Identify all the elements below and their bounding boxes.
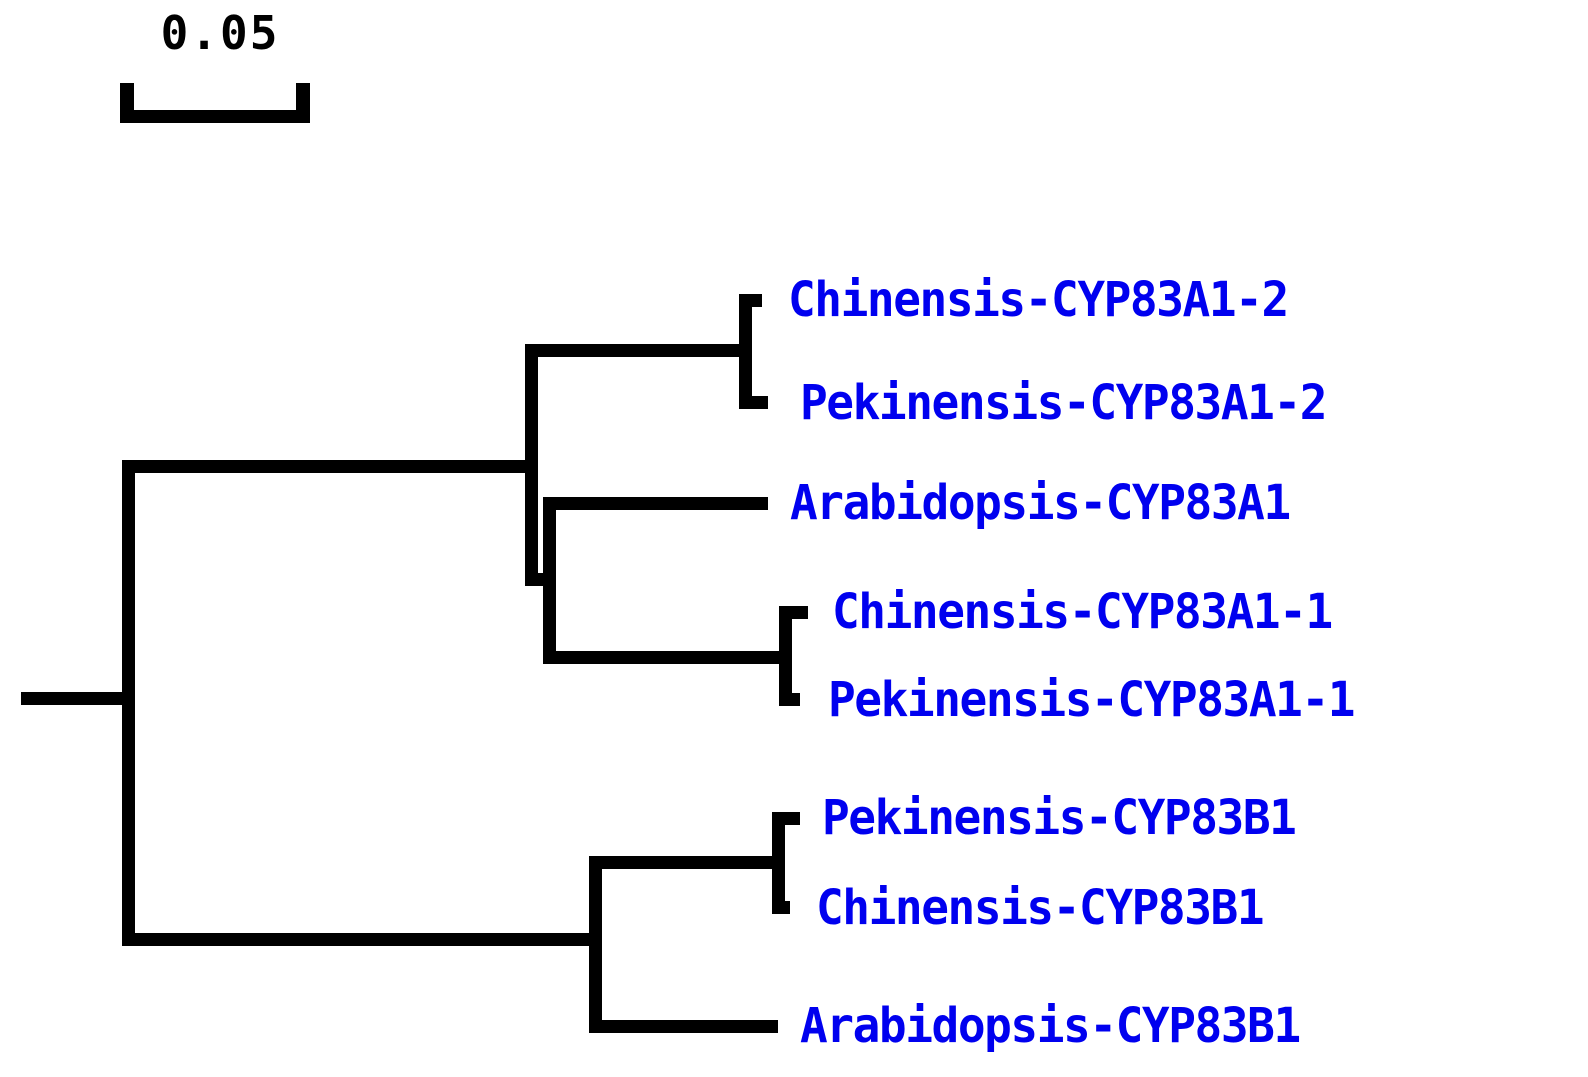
branch-pair-b1-top (772, 812, 800, 825)
scale-bar-baseline (120, 110, 310, 123)
scale-bar (120, 83, 310, 123)
branch-pair-a11-top (779, 606, 808, 619)
leaf-label-pekinensis-cyp83a1-1[interactable]: Pekinensis-CYP83A1-1 (828, 672, 1355, 728)
branch-pair-a12-vertical (739, 294, 752, 409)
branch-pair-a12-bottom (739, 396, 768, 409)
branch-clade-b1-to-pair-b1 (589, 856, 784, 869)
scale-bar-label: 0.05 (160, 6, 280, 60)
branch-pair-b1-vertical (772, 812, 785, 914)
leaf-label-pekinensis-cyp83a1-2[interactable]: Pekinensis-CYP83A1-2 (800, 375, 1327, 431)
leaf-label-chinensis-cyp83a1-1[interactable]: Chinensis-CYP83A1-1 (832, 584, 1333, 640)
branch-clade-a1-vertical (525, 344, 538, 586)
branch-root-vertical (122, 460, 135, 946)
leaf-label-chinensis-cyp83a1-2[interactable]: Chinensis-CYP83A1-2 (788, 272, 1289, 328)
branch-clade-b1-to-arabidopsis-b1 (589, 1020, 778, 1033)
tree-branches (21, 294, 808, 1033)
branch-clade-a1-inner-vertical (543, 497, 556, 664)
branch-root-to-clade-a1 (122, 460, 537, 473)
leaf-label-chinensis-cyp83b1[interactable]: Chinensis-CYP83B1 (816, 880, 1265, 936)
branch-pair-b1-bottom (772, 901, 790, 914)
leaf-label-arabidopsis-cyp83b1[interactable]: Arabidopsis-CYP83B1 (800, 998, 1301, 1054)
branch-pair-a11-vertical (779, 606, 792, 706)
branch-pair-a11-bottom (779, 693, 800, 706)
branch-inner-to-pair-a11 (543, 651, 791, 664)
branch-clade-b1-vertical (589, 856, 602, 1033)
leaf-label-arabidopsis-cyp83a1[interactable]: Arabidopsis-CYP83A1 (790, 475, 1291, 531)
branch-clade-a1-to-pair-a12 (525, 344, 751, 357)
branch-root-stub (21, 692, 134, 705)
branch-pair-a12-top (739, 294, 762, 307)
leaf-label-pekinensis-cyp83b1[interactable]: Pekinensis-CYP83B1 (822, 790, 1297, 846)
branch-root-to-clade-b1 (122, 933, 601, 946)
branch-inner-to-arabidopsis-a1 (543, 497, 768, 510)
